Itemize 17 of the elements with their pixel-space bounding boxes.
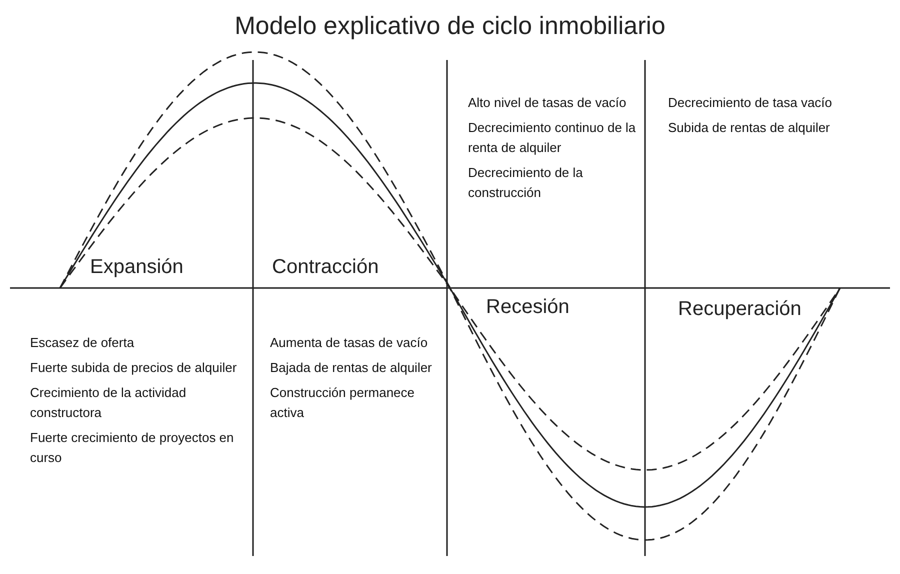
phase-characteristic: Fuerte subida de precios de alquiler: [30, 359, 238, 377]
phase-label: Recesión: [486, 296, 570, 319]
diagram-title: Modelo explicativo de ciclo inmobiliario: [234, 12, 666, 41]
phase-characteristic: Construcción permanece activa: [270, 384, 416, 422]
phase-label: Recuperación: [678, 298, 802, 321]
phase-characteristic: Aumenta de tasas de vacío: [270, 334, 429, 352]
phase-characteristic: Decrecimiento continuo de la renta de alquiler: [468, 119, 637, 157]
phase-characteristic: Decrecimiento de la construcción: [468, 164, 584, 202]
phase-label: Expansión: [90, 256, 184, 279]
phase-characteristic: Decrecimiento de tasa vacío: [668, 94, 834, 112]
phase-characteristic: Bajada de rentas de alquiler: [270, 359, 433, 377]
phase-label: Contracción: [272, 256, 379, 279]
phase-characteristic: Crecimiento de la actividad constructora: [30, 384, 188, 422]
phase-characteristic: Subida de rentas de alquiler: [668, 119, 831, 137]
phase-characteristic: Fuerte crecimiento de proyectos en curso: [30, 429, 235, 467]
phase-characteristic: Alto nivel de tasas de vacío: [468, 94, 628, 112]
phase-characteristic: Escasez de oferta: [30, 334, 136, 352]
